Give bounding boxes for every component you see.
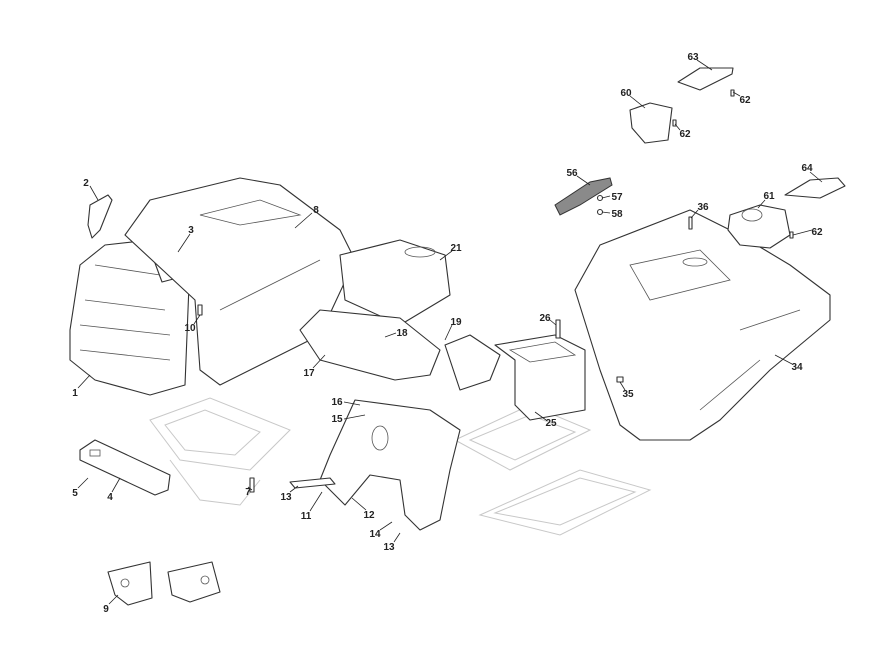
label-11: 11 [301,511,312,522]
label-13: 13 [383,542,395,553]
label-64: 64 [801,163,813,174]
ghost-chassis [149,397,652,536]
part-4-plate [79,439,171,496]
label-10: 10 [184,323,196,334]
part-front-grille [69,239,191,396]
label-56: 56 [566,168,578,179]
label-57: 57 [611,192,623,203]
part-7-bolt [249,477,255,493]
part-13-rod [289,477,336,489]
label-18: 18 [396,328,408,339]
part-26-bolt [555,319,561,339]
part-9-gaskets [107,561,221,606]
label-3: 3 [188,225,194,236]
part-57-nut [596,194,604,202]
part-61-holder [727,204,791,249]
leader-lines [77,59,823,605]
part-35-clip [616,376,624,383]
part-36-screw [688,216,693,230]
label-16: 16 [331,397,343,408]
label-15: 15 [331,414,343,425]
part-17-dash [299,309,441,381]
label-2: 2 [83,178,89,189]
part-19-panel [444,334,501,391]
part-10-screw [197,304,203,316]
label-34: 34 [791,362,803,373]
label-1: 1 [72,388,78,399]
label-62: 62 [811,227,823,238]
label-26: 26 [539,313,551,324]
label-21: 21 [450,243,462,254]
label-13: 13 [280,492,292,503]
label-60: 60 [620,88,632,99]
part-labels: 63 60 62 62 56 57 58 36 64 61 62 2 3 8 2… [72,52,823,615]
part-2-bracket [87,194,113,239]
part-58-washer [596,208,604,216]
label-62: 62 [739,95,751,106]
label-35: 35 [622,389,634,400]
label-4: 4 [107,492,113,503]
label-14: 14 [369,529,381,540]
label-25: 25 [545,418,557,429]
part-60-cup [629,102,673,144]
label-7: 7 [245,487,251,498]
label-8: 8 [313,205,319,216]
part-63-lid [677,67,734,91]
label-9: 9 [103,604,109,615]
label-63: 63 [687,52,699,63]
part-56-trim [554,177,613,216]
part-34-rear-body [574,209,831,441]
label-61: 61 [763,191,775,202]
label-36: 36 [697,202,709,213]
label-58: 58 [611,209,623,220]
label-17: 17 [303,368,315,379]
label-12: 12 [363,510,375,521]
part-21-cover [339,239,451,326]
label-19: 19 [450,317,462,328]
label-62: 62 [679,129,691,140]
label-5: 5 [72,488,78,499]
part-64-mat [784,177,846,199]
part-25-box [494,334,586,421]
